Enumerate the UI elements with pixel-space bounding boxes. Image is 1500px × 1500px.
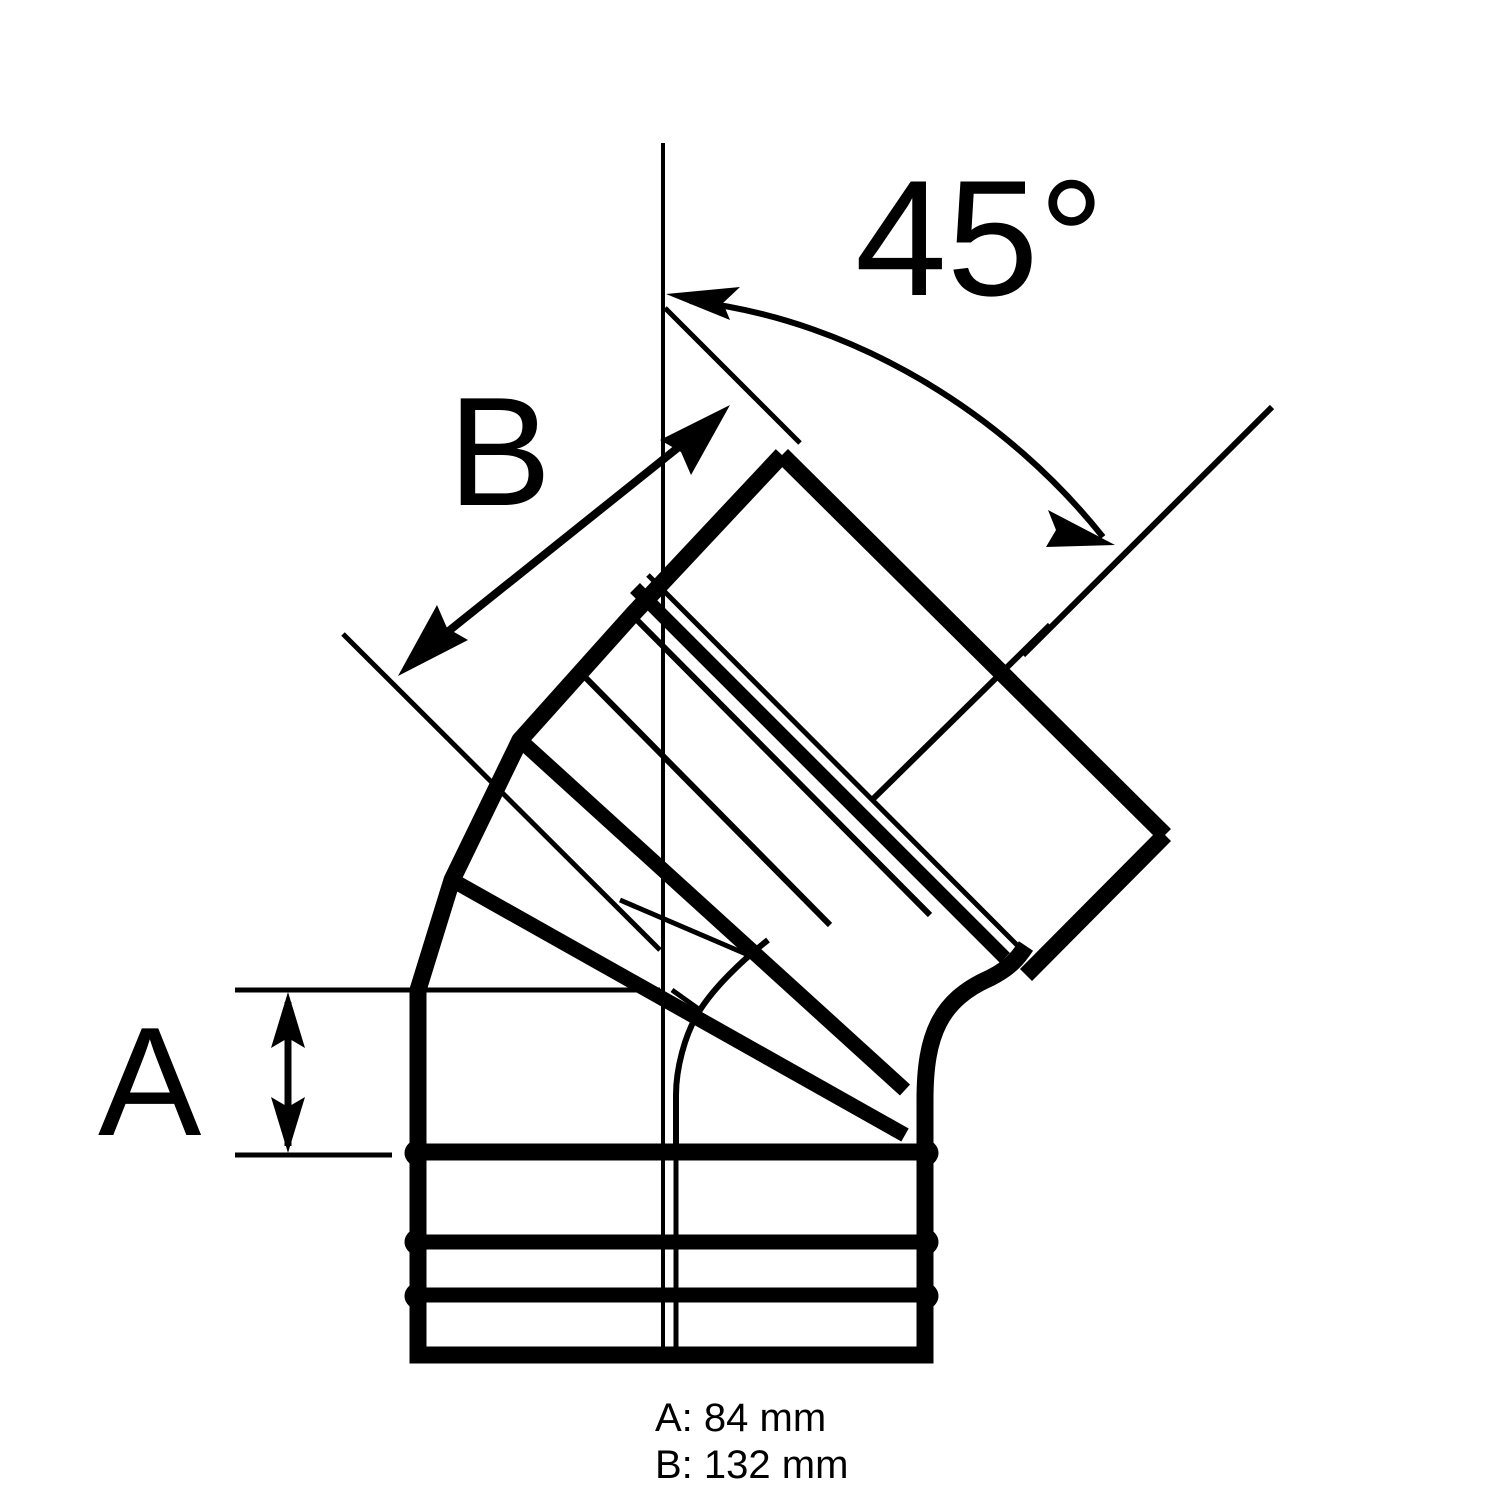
dim-b-shaft [407,426,703,666]
socket-bead-right-3 [920,1282,939,1310]
spigot-inner-wall-thin [646,573,1019,947]
elbow-right-curve [916,941,1034,1101]
spigot-outer-wall [776,448,1171,842]
angle-arc [689,298,1106,539]
inner-throat-tick [670,987,702,1013]
socket-bead-right-2 [920,1228,939,1256]
socket-bead-left-2 [404,1228,423,1256]
dim-a-arrowhead-down [271,1097,305,1153]
caption-line-a: A: 84 mm [655,1396,826,1440]
spigot-inner-wall [630,583,1010,963]
dim-b-extension-upper [663,306,802,445]
dimension-a-group: A [98,987,500,1168]
socket-bead-left-3 [404,1282,423,1310]
spigot-end-face [1019,829,1172,981]
angle-dimension-group: 45° [666,146,1275,658]
caption-group: A: 84 mm B: 132 mm [655,1396,848,1487]
dim-b-arrowhead-lower [398,605,468,676]
miter-seam-3-thin [629,612,933,918]
elbow-thin-diagonal [619,897,761,963]
angle-label: 45° [855,146,1105,330]
miter-seam-2 [448,873,909,1142]
inner-throat-profile [673,937,770,1152]
angle-reference-line [1020,404,1275,658]
dimension-a-label: A [98,995,202,1168]
caption-line-b: B: 132 mm [655,1443,848,1487]
angle-arrowhead-start [666,287,740,320]
dimension-b-group: B [341,306,802,952]
spigot-rib-line [869,622,1053,803]
angle-arrowhead-end [1046,510,1115,547]
dim-a-arrowhead-up [271,992,305,1048]
miter-seam-4-thin [577,669,833,928]
pipe-body-group [404,448,1172,1364]
dimension-b-label: B [448,365,551,538]
dim-b-arrowhead-upper [660,405,730,475]
miter-seam-1 [514,734,911,1096]
dim-b-extension-lower [341,632,662,952]
bottom-socket-outline [409,1143,934,1364]
